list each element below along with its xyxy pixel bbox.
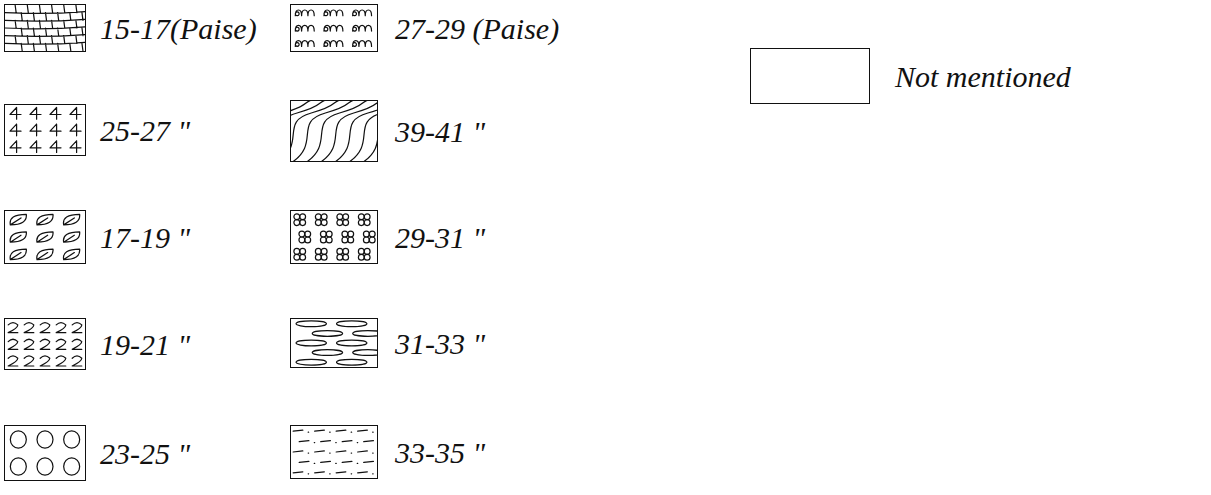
hatch-pattern: [5, 5, 85, 51]
legend-swatch: [290, 318, 378, 368]
hatch-pattern: [5, 426, 85, 480]
hatch-pattern: [291, 426, 377, 478]
legend-swatch: [290, 425, 378, 479]
legend-label: 29-31 ": [395, 221, 485, 254]
legend-swatch: [4, 210, 86, 264]
legend-label: Not mentioned: [895, 60, 1071, 93]
legend-swatch: [4, 104, 86, 156]
legend-label: 33-35 ": [395, 436, 485, 469]
legend-label: 25-27 ": [100, 114, 190, 147]
legend-swatch: [290, 4, 378, 52]
legend-swatch: [750, 48, 870, 104]
hatch-pattern: [291, 101, 377, 161]
legend-swatch: [290, 100, 378, 162]
legend-label: 19-21 ": [100, 328, 190, 361]
hatch-pattern: [5, 211, 85, 263]
legend-swatch: [290, 210, 378, 264]
hatch-pattern: [291, 211, 377, 263]
hatch-pattern: [5, 319, 85, 369]
hatch-pattern: [291, 5, 377, 51]
legend-swatch: [4, 4, 86, 52]
hatch-pattern: [291, 319, 377, 367]
legend-label: 27-29 (Paise): [395, 12, 559, 45]
legend-label: 23-25 ": [100, 437, 190, 470]
hatch-pattern: [751, 49, 869, 103]
legend-swatch: [4, 318, 86, 370]
legend-label: 15-17(Paise): [100, 12, 257, 45]
legend-label: 31-33 ": [395, 327, 485, 360]
legend-label: 39-41 ": [395, 115, 485, 148]
hatch-pattern: [5, 105, 85, 155]
legend-swatch: [4, 425, 86, 481]
legend-label: 17-19 ": [100, 221, 190, 254]
